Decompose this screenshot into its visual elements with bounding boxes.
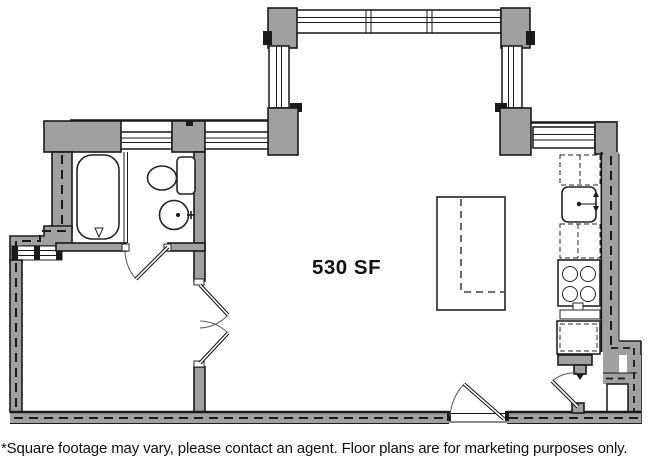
bathroom <box>55 151 206 282</box>
bay-window <box>263 7 535 156</box>
bottom-wall <box>10 410 641 424</box>
sink-drain-icon <box>176 213 180 217</box>
bathroom-bottom-wall <box>167 242 206 252</box>
kitchen-drawer <box>559 309 601 320</box>
burner-icon <box>562 286 578 302</box>
bay-top-window <box>295 9 502 34</box>
bay-pillar-top-left <box>267 7 298 49</box>
double-door <box>193 278 230 413</box>
window <box>204 131 269 150</box>
area-label: 530 SF <box>312 256 381 279</box>
burner-icon <box>562 266 578 282</box>
bay-pillar-top-right <box>500 7 531 49</box>
upper-wall-right <box>531 121 618 155</box>
burner-icon <box>580 266 596 282</box>
bay-left-window <box>268 45 290 109</box>
bathroom-bottom-wall <box>55 242 127 252</box>
right-demising-wall <box>600 152 642 424</box>
bay-right-window <box>501 45 523 109</box>
bathroom-sink <box>158 199 190 231</box>
wall-stub <box>193 366 206 413</box>
left-wall <box>9 151 73 413</box>
wall-stub <box>557 354 593 366</box>
kitchen-island <box>436 196 506 311</box>
kitchen-cabinet <box>559 223 601 259</box>
window <box>532 126 596 149</box>
interior-door <box>449 382 506 421</box>
window <box>120 131 173 150</box>
bay-pillar-bottom-right <box>499 107 532 156</box>
wall-block <box>43 120 122 153</box>
entry-door <box>550 354 593 414</box>
bathroom-door <box>121 243 172 281</box>
disclaimer-text: *Square footage may vary, please contact… <box>1 440 628 457</box>
upper-wall-left <box>43 119 269 153</box>
tub-drain-icon <box>94 227 104 239</box>
toilet <box>146 165 178 191</box>
utility-niche <box>606 383 629 413</box>
bay-pillar-bottom-left <box>267 107 299 156</box>
toilet-tank <box>176 156 196 195</box>
wall-pillar <box>594 121 618 155</box>
bathtub <box>76 154 120 240</box>
burner-icon <box>580 286 596 302</box>
kitchen <box>556 154 601 355</box>
